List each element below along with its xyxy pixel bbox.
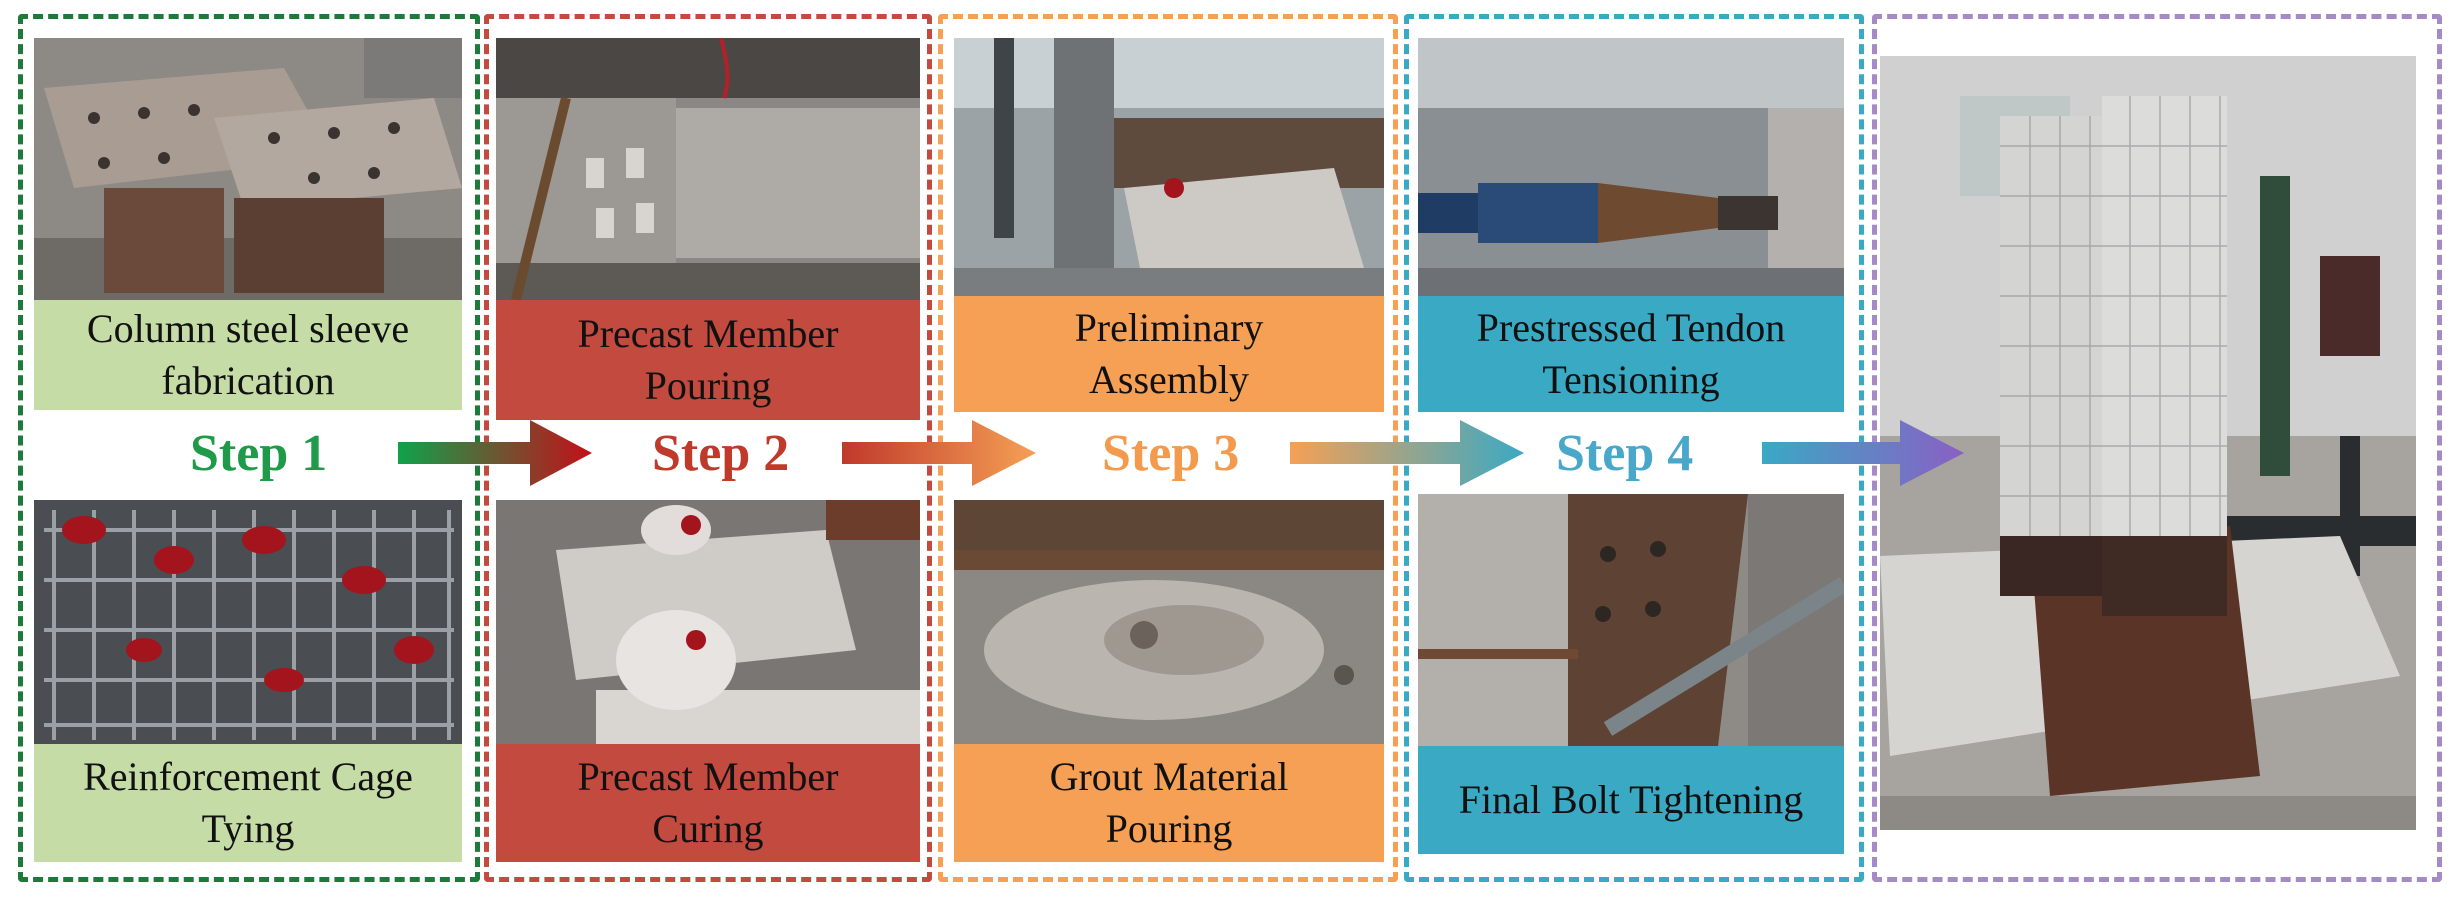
photo-tendon-tensioning [1418, 38, 1844, 296]
step1-label: Step 1 [190, 425, 328, 482]
photo-reinforcement-cage [34, 500, 462, 744]
step2-label: Step 2 [652, 425, 790, 482]
photo-precast-pouring [496, 38, 920, 300]
photo-bolt-tightening [1418, 494, 1844, 746]
photo-steel-sleeve [34, 38, 462, 300]
caption-bolt-tightening: Final Bolt Tightening [1418, 746, 1844, 854]
photo-grout-pouring [954, 500, 1384, 744]
photo-preliminary-assembly [954, 38, 1384, 296]
photo-precast-curing [496, 500, 920, 744]
step3-label: Step 3 [1102, 425, 1240, 482]
photo-assembled-specimen [1880, 56, 2416, 830]
step4-label: Step 4 [1556, 425, 1694, 482]
